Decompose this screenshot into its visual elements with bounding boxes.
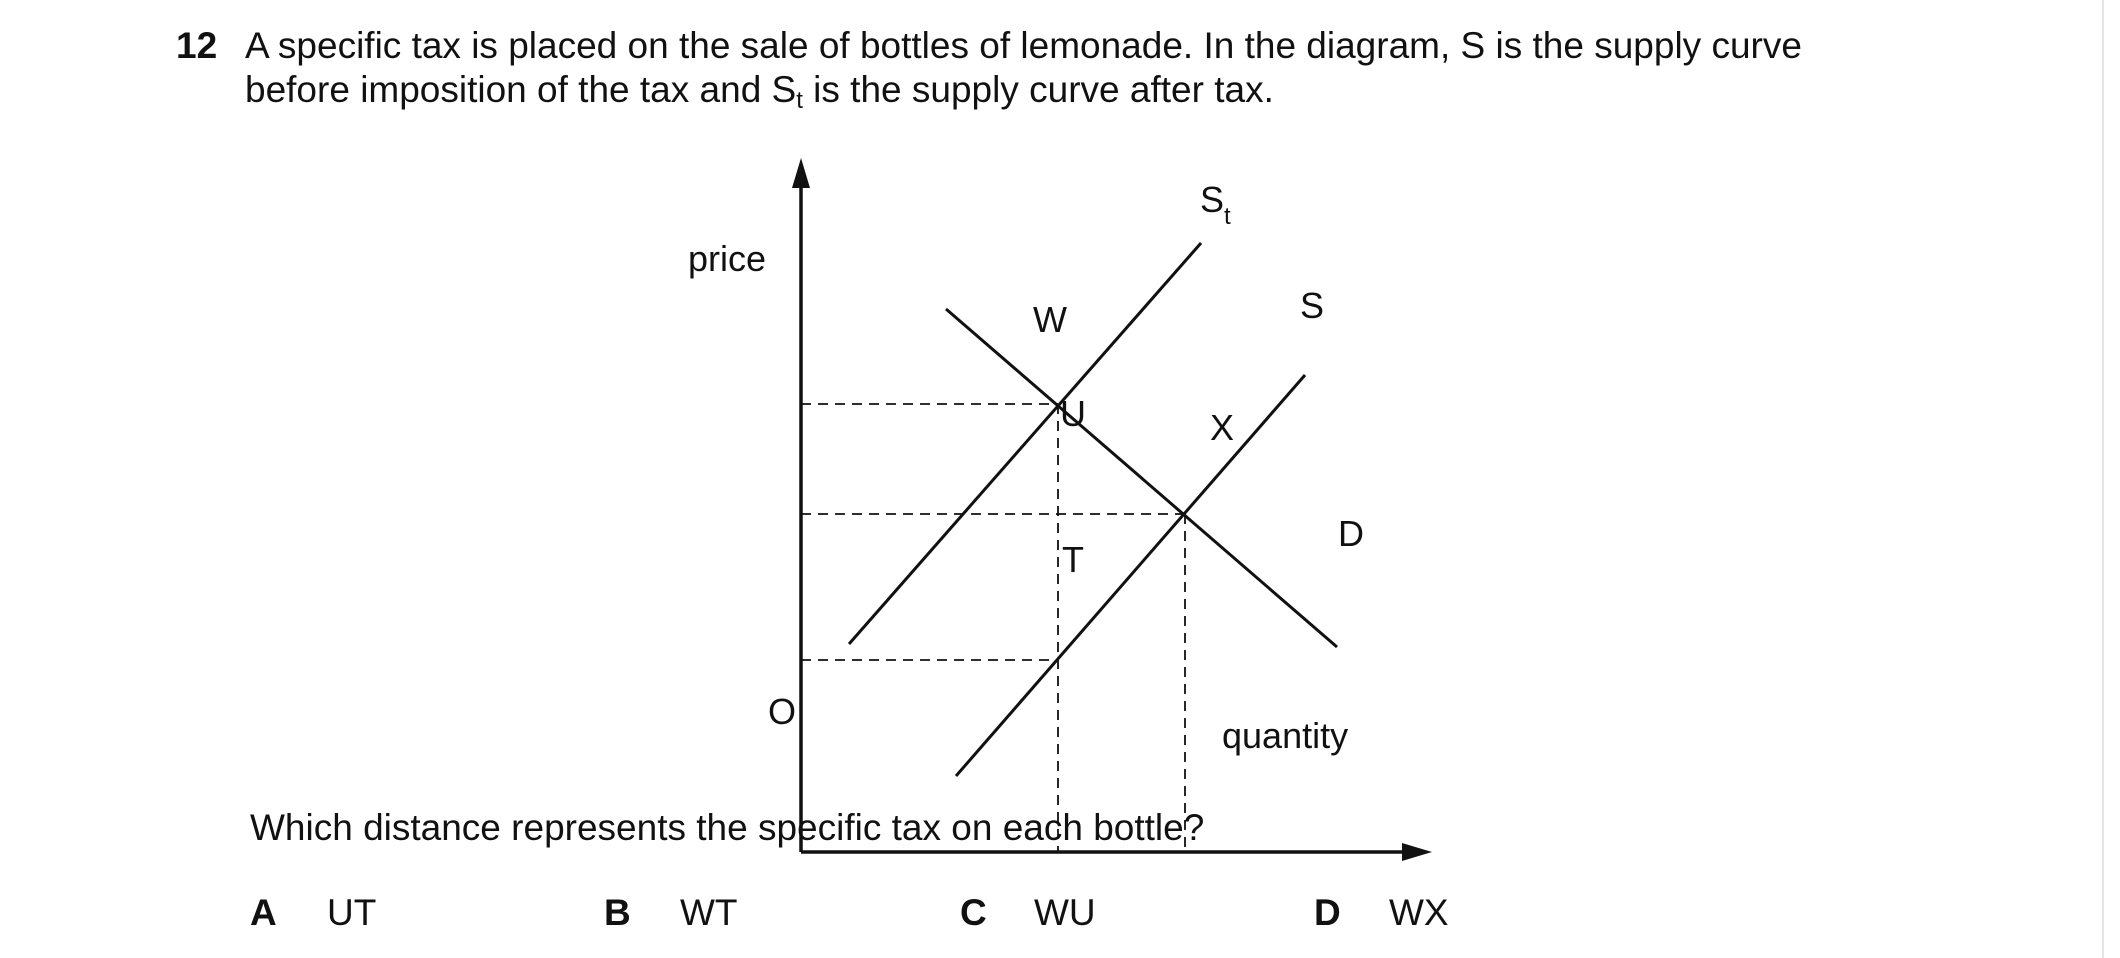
option-letter: B (604, 892, 631, 933)
question-number: 12 (176, 25, 218, 66)
supply-after-tax-curve (847, 242, 1203, 645)
option-text: WU (1034, 892, 1096, 933)
option-letter: C (960, 892, 987, 933)
st-label-sub: t (1224, 203, 1231, 230)
point-x-label: X (1210, 407, 1234, 448)
st-label: St (1200, 179, 1231, 230)
y-axis-arrow (792, 158, 810, 188)
line2-subscript: t (796, 87, 803, 114)
page-edge (2102, 0, 2104, 958)
point-u-label: U (1060, 393, 1086, 434)
supply-curve (954, 374, 1307, 777)
st-label-main: S (1200, 179, 1224, 220)
point-t-label: T (1062, 539, 1084, 580)
s-label: S (1300, 285, 1324, 326)
option-letter: D (1314, 892, 1341, 933)
option-text: WT (680, 892, 738, 933)
origin-label: O (768, 691, 796, 732)
x-axis-arrow (1402, 843, 1432, 861)
option-letter: A (250, 892, 277, 933)
option-text: UT (327, 892, 377, 933)
point-w-label: W (1033, 299, 1067, 340)
question-line-2: before imposition of the tax and St is t… (245, 71, 1274, 113)
demand-curve (945, 307, 1338, 649)
question-line-1: A specific tax is placed on the sale of … (245, 25, 1802, 66)
d-label: D (1338, 513, 1364, 554)
line2-text-a: before imposition of the tax and S (245, 69, 797, 110)
x-axis-label: quantity (1222, 715, 1348, 756)
line2-text-b: is the supply curve after tax. (802, 69, 1274, 110)
option-text: WX (1389, 892, 1449, 933)
y-axis-label: price (688, 238, 766, 279)
question-prompt: Which distance represents the specific t… (250, 807, 1205, 848)
